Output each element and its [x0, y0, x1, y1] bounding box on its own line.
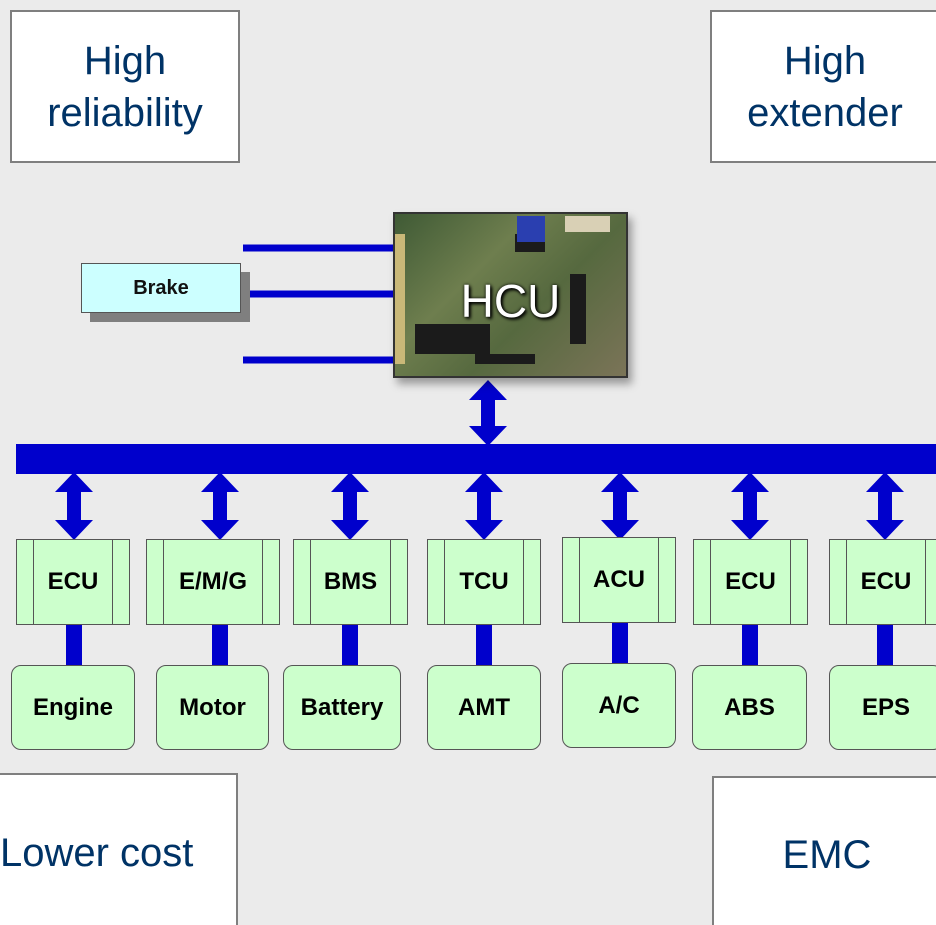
board-potentiometer — [517, 216, 545, 242]
bus-arrow — [601, 472, 639, 540]
controller-tcu: TCU — [427, 539, 541, 625]
controller-ecu-engine: ECU — [16, 539, 130, 625]
controller-label: ECU — [47, 568, 99, 595]
board-chip — [475, 354, 535, 364]
controller-device-link — [742, 624, 758, 666]
device-label: Motor — [179, 693, 246, 721]
board-connector — [395, 234, 405, 364]
corner-emc-text: EMC — [782, 832, 872, 877]
corner-high-extender: High extender — [710, 10, 936, 163]
device-motor: Motor — [156, 665, 269, 750]
corner-lower-cost-text: Lower cost — [0, 831, 194, 875]
corner-emc: EMC — [712, 776, 936, 925]
device-label: Battery — [300, 693, 384, 721]
bus-arrow — [201, 472, 239, 540]
controller-label: E/M/G — [178, 568, 247, 595]
controller-device-link — [476, 624, 492, 666]
bus-arrow — [866, 472, 904, 540]
device-abs: ABS — [692, 665, 807, 750]
bus-arrow — [731, 472, 769, 540]
board-chip — [570, 274, 586, 344]
device-label: Engine — [32, 693, 113, 721]
controller-label: TCU — [459, 568, 509, 595]
controller-label: ECU — [725, 568, 776, 595]
device-amt: AMT — [427, 665, 541, 750]
controller-device-link — [66, 624, 82, 666]
device-ac: A/C — [562, 663, 676, 748]
bus-arrow — [331, 472, 369, 540]
brake-box: Brake — [81, 263, 241, 313]
corner-high-extender-text: High extender — [747, 38, 903, 135]
bus-arrow — [465, 472, 503, 540]
device-label: ABS — [724, 693, 775, 721]
board-connector — [565, 216, 610, 232]
controller-ecu-abs: ECU — [693, 539, 808, 625]
controller-device-link — [877, 624, 893, 666]
controller-ecu-eps: ECU — [829, 539, 936, 625]
corner-lower-cost: Lower cost — [0, 773, 238, 925]
controller-label: ECU — [860, 568, 912, 595]
device-battery: Battery — [283, 665, 401, 750]
controller-label: ACU — [593, 566, 645, 593]
board-chip — [415, 324, 490, 354]
hcu-board-image: HCU — [393, 212, 628, 378]
device-label: EPS — [861, 693, 911, 721]
hcu-label: HCU — [460, 275, 561, 327]
corner-high-reliability-text: High reliability — [47, 38, 203, 135]
brake-label: Brake — [133, 276, 189, 299]
controller-acu: ACU — [562, 537, 676, 623]
controller-emg: E/M/G — [146, 539, 280, 625]
controller-label: BMS — [323, 568, 378, 595]
device-label: AMT — [458, 693, 510, 721]
corner-high-reliability: High reliability — [10, 10, 240, 163]
controller-device-link — [342, 624, 358, 666]
bus-arrow — [55, 472, 93, 540]
device-engine: Engine — [11, 665, 135, 750]
device-eps: EPS — [829, 665, 936, 750]
controller-device-link — [212, 624, 228, 666]
can-bus — [16, 444, 936, 474]
hcu-bus-arrow — [469, 380, 507, 446]
device-label: A/C — [598, 691, 640, 719]
controller-bms: BMS — [293, 539, 408, 625]
controller-device-link — [612, 622, 628, 666]
